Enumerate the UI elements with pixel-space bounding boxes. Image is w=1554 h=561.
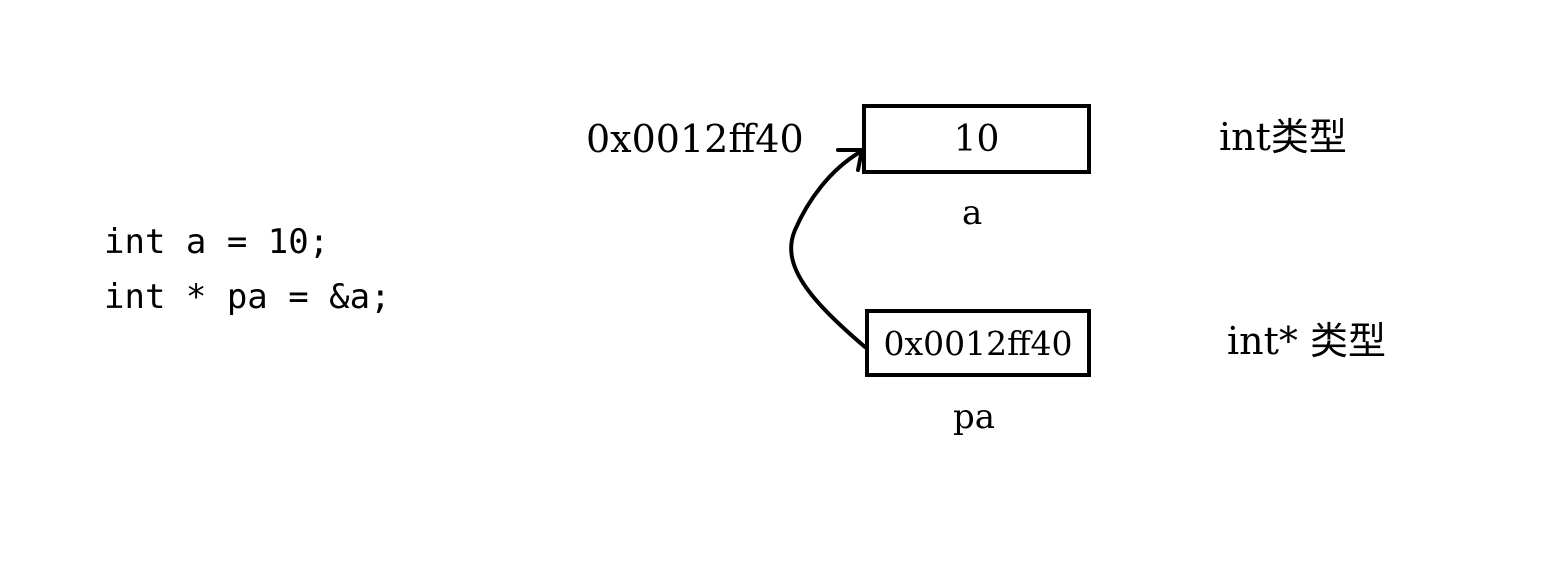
code-line-declare-pa: int * pa = &a; <box>104 277 391 317</box>
address-of-a-label: 0x0012ff40 <box>586 117 804 161</box>
type-label-a: int类型 <box>1219 115 1347 159</box>
pointer-arrow-head <box>836 148 864 172</box>
memory-cell-pa: 0x0012ff40 <box>865 309 1091 377</box>
variable-name-a: a <box>962 193 983 233</box>
code-line-declare-a: int a = 10; <box>104 222 330 262</box>
memory-cell-a: 10 <box>862 104 1091 174</box>
pointer-arrow-curve <box>789 150 867 349</box>
type-label-pa: int* 类型 <box>1227 319 1386 363</box>
variable-name-pa: pa <box>953 397 996 437</box>
